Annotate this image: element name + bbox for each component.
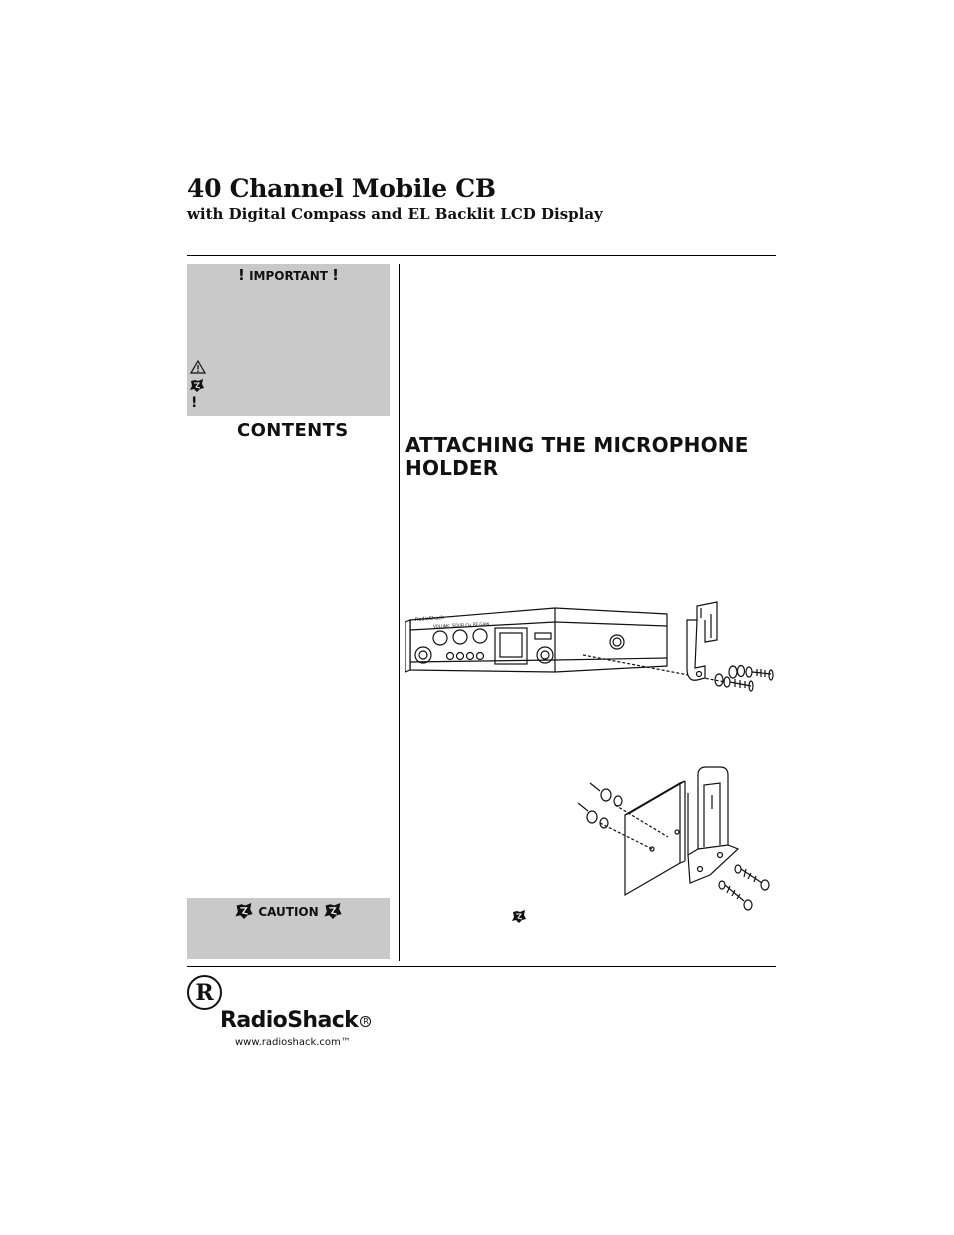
- exclamation-icon: !: [238, 266, 245, 284]
- knob-label-squelch: SQUELCH: [452, 623, 471, 628]
- warning-triangle-icon: [189, 359, 207, 378]
- cb-radio-figure: RadioShack VOLUME SQUELCH RF GAIN: [405, 601, 774, 692]
- caution-burst-icon: [512, 910, 526, 923]
- caution-burst-icon: [324, 903, 342, 919]
- knob-label-rfgain: RF GAIN: [473, 622, 489, 627]
- top-divider: [187, 255, 776, 256]
- bracket-mount-figure: [577, 766, 770, 911]
- exclamation-icon: !: [332, 266, 339, 284]
- registered-mark: R: [360, 1015, 372, 1027]
- caution-heading: CAUTION: [187, 903, 390, 919]
- exclamation-icon: !: [191, 395, 198, 411]
- radio-brand-label: RadioShack: [415, 615, 445, 623]
- page-title: 40 Channel Mobile CB: [187, 174, 496, 203]
- knob-label-volume: VOLUME: [433, 624, 450, 629]
- bottom-divider: [187, 966, 776, 967]
- important-box: ! IMPORTANT ! !: [187, 264, 390, 416]
- important-heading: ! IMPORTANT !: [238, 266, 339, 284]
- caution-box: CAUTION: [187, 898, 390, 959]
- section-heading: ATTACHING THE MICROPHONE HOLDER: [405, 433, 749, 480]
- column-divider: [399, 264, 400, 961]
- caution-burst-icon: [190, 379, 204, 396]
- page-subtitle: with Digital Compass and EL Backlit LCD …: [187, 205, 603, 223]
- contents-heading: CONTENTS: [237, 420, 349, 441]
- caution-burst-icon: [235, 903, 253, 919]
- website-url: www.radioshack.com™: [235, 1037, 351, 1048]
- radioshack-logo-mark: R: [187, 975, 222, 1010]
